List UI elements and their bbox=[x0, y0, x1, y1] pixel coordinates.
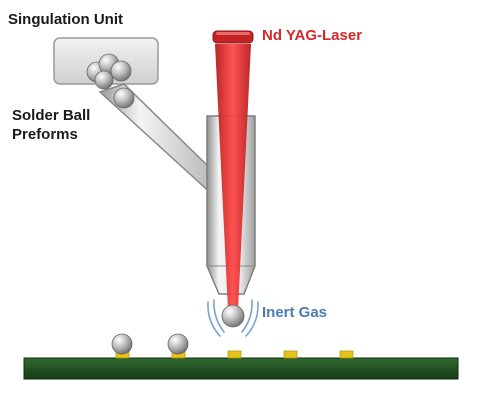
solder-balls-in-unit bbox=[86, 53, 132, 90]
gas-flow-line bbox=[241, 299, 253, 333]
placed-solder-ball bbox=[167, 333, 189, 355]
solder-ball-preforms-label: Solder Ball Preforms bbox=[12, 106, 90, 144]
solder-pad bbox=[283, 350, 298, 359]
solder-ball-label-line1: Solder Ball bbox=[12, 107, 91, 124]
circuit-board bbox=[23, 357, 459, 380]
gas-flow-line bbox=[245, 301, 259, 337]
singulation-unit-label: Singulation Unit bbox=[8, 11, 123, 28]
solder-pad bbox=[339, 350, 354, 359]
laser-beam bbox=[215, 44, 251, 310]
solder-ball-label-line2: Preforms bbox=[12, 126, 78, 143]
inert-gas-label: Inert Gas bbox=[262, 304, 328, 321]
solder-ball bbox=[94, 70, 114, 90]
laser-label: Nd YAG-Laser bbox=[262, 27, 363, 44]
solder-pad bbox=[227, 350, 242, 359]
solder-ball-at-nozzle bbox=[221, 304, 245, 328]
solder-ball bbox=[110, 60, 132, 82]
gas-flow-line bbox=[213, 299, 225, 333]
laser-head-highlight bbox=[216, 32, 250, 35]
placed-solder-ball bbox=[111, 333, 133, 355]
gas-flow-line bbox=[207, 301, 221, 337]
solder-ball-in-tube bbox=[113, 87, 135, 109]
solder-pads bbox=[115, 350, 354, 359]
inert-gas-flow bbox=[207, 299, 259, 337]
